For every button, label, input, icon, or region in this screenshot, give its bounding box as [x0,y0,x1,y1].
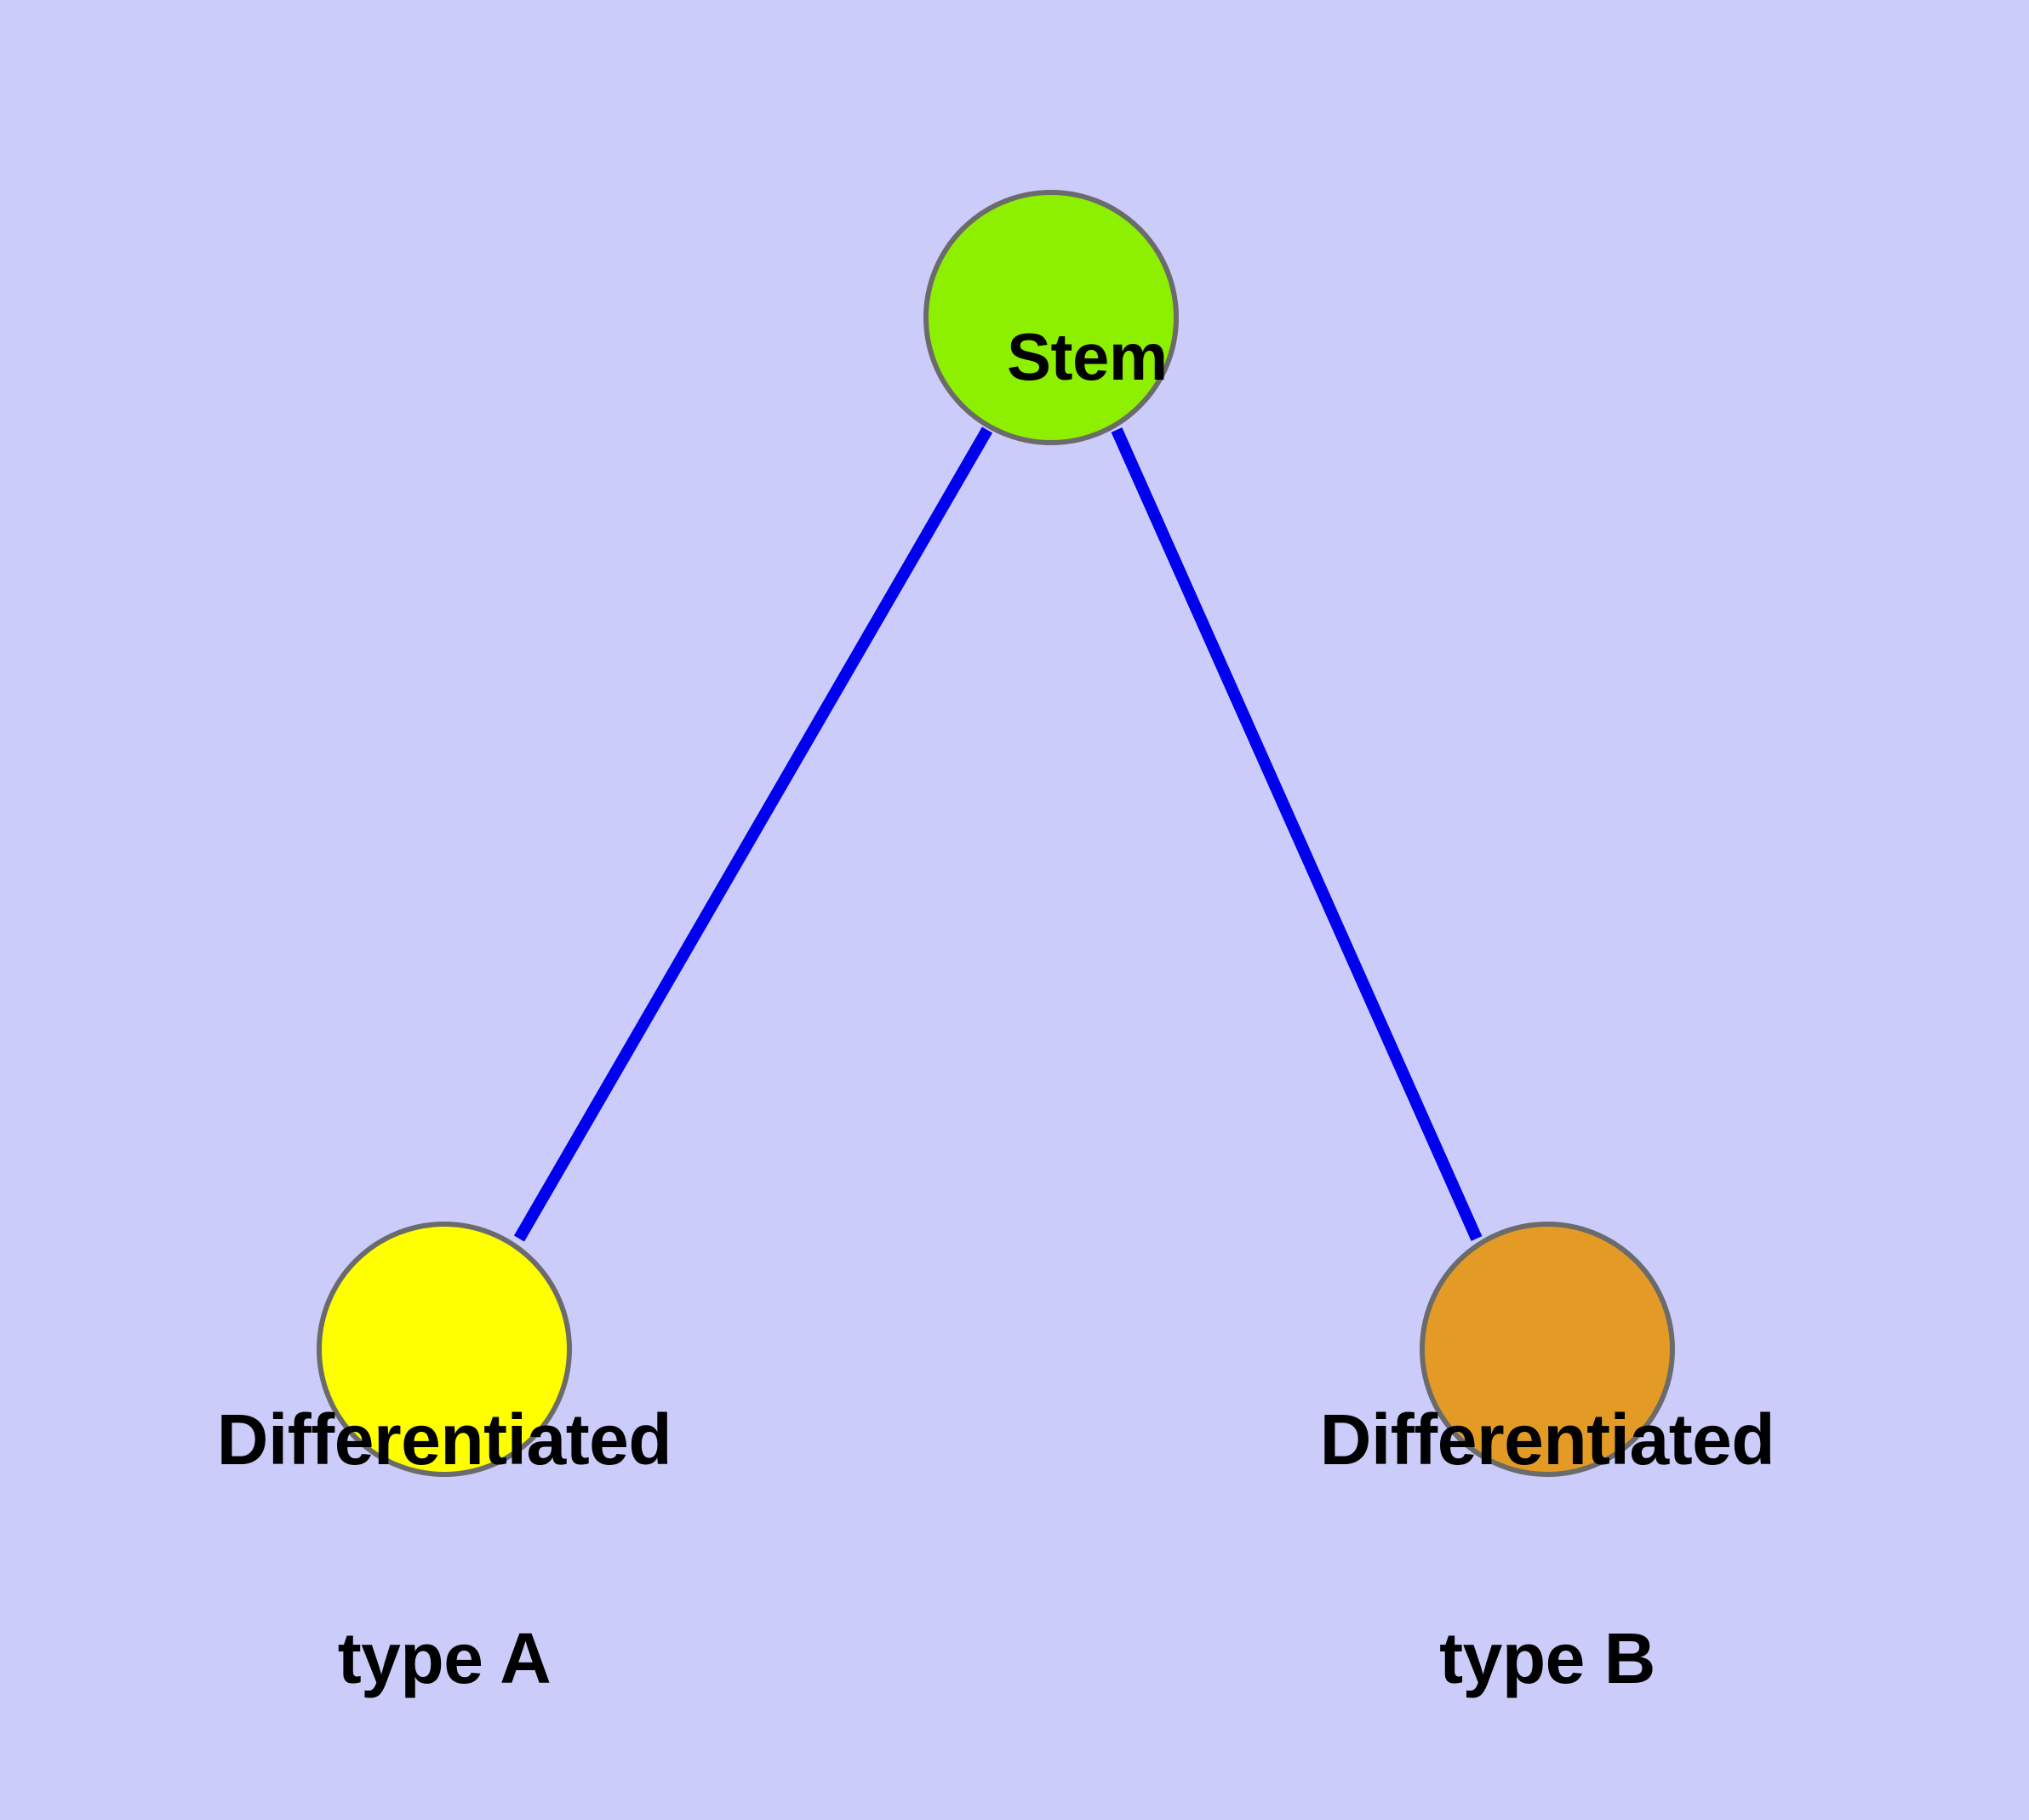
node-differentiated-type-b[interactable] [1420,1222,1675,1477]
edge-stem-to-differentiated-type-a[interactable] [513,426,993,1242]
node-stem[interactable] [923,190,1179,445]
edge-stem-to-differentiated-type-b[interactable] [1111,427,1483,1241]
node-differentiated-type-a[interactable] [317,1222,572,1477]
